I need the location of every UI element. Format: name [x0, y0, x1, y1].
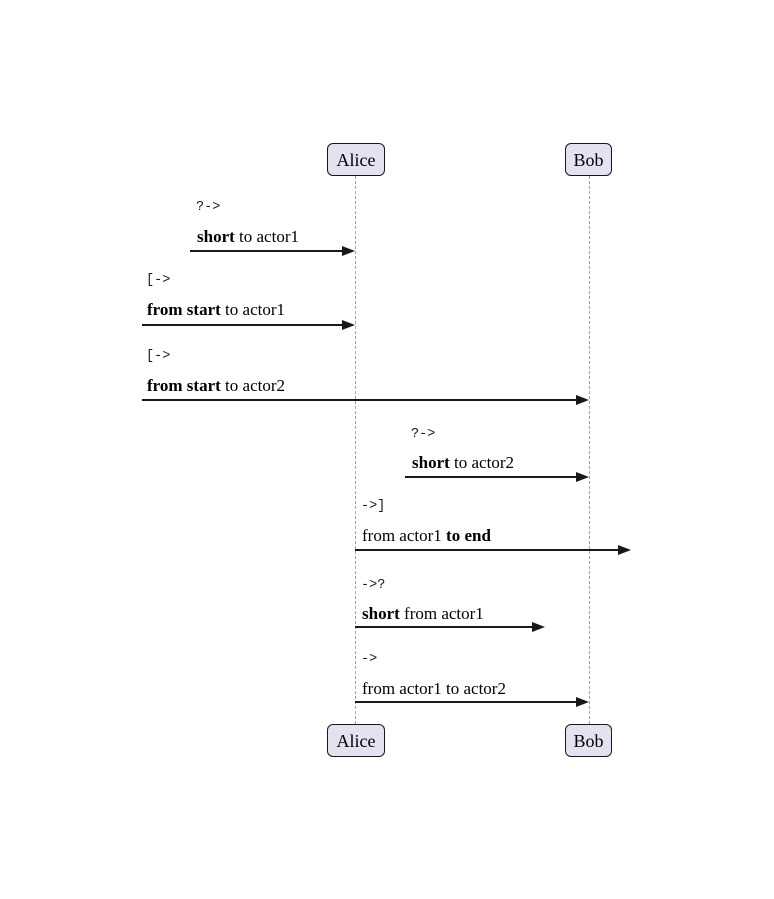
message-3-segment-bold: from start	[147, 376, 221, 395]
message-5-arrow	[355, 549, 626, 551]
message-4-arrow	[405, 476, 584, 478]
lifeline-bob	[589, 176, 590, 724]
message-1-segment-bold: short	[197, 227, 235, 246]
message-6-operator: ->?	[361, 578, 386, 593]
actor-box-alice-bottom: Alice	[327, 724, 385, 757]
message-3-label: from start to actor2	[147, 376, 285, 396]
message-1-arrow	[190, 250, 350, 252]
message-4-operator: ?->	[411, 427, 436, 442]
message-2-arrow	[142, 324, 350, 326]
message-6-arrowhead-icon	[532, 622, 545, 632]
message-5-segment-bold: to end	[446, 526, 491, 545]
message-7-operator: ->	[361, 652, 378, 667]
message-6-segment-bold: short	[362, 604, 400, 623]
message-2-label: from start to actor1	[147, 300, 285, 320]
message-5-label: from actor1 to end	[362, 526, 491, 546]
message-6-segment: from actor1	[399, 604, 484, 623]
message-4-arrowhead-icon	[576, 472, 589, 482]
message-6-label: short from actor1	[362, 604, 484, 624]
message-1-operator: ?->	[196, 200, 221, 215]
message-4-label: short to actor2	[412, 453, 514, 473]
message-4-segment-bold: short	[412, 453, 450, 472]
message-6-arrow	[355, 626, 540, 628]
message-4-segment: to actor2	[449, 453, 514, 472]
message-2-segment: to actor1	[220, 300, 285, 319]
message-7-label: from actor1 to actor2	[362, 679, 506, 699]
actor-box-bob-top: Bob	[565, 143, 612, 176]
message-2-operator: [->	[146, 273, 171, 288]
actor-label-bob-bottom: Bob	[573, 730, 604, 751]
message-5-segment: from actor1	[362, 526, 447, 545]
message-1-segment: to actor1	[234, 227, 299, 246]
actor-box-alice-top: Alice	[327, 143, 385, 176]
message-5-operator: ->]	[361, 499, 386, 514]
message-7-arrow	[355, 701, 584, 703]
message-3-operator: [->	[146, 349, 171, 364]
message-1-arrowhead-icon	[342, 246, 355, 256]
message-1-label: short to actor1	[197, 227, 299, 247]
actor-label-bob: Bob	[573, 149, 604, 170]
actor-label-alice-bottom: Alice	[336, 730, 376, 751]
actor-box-bob-bottom: Bob	[565, 724, 612, 757]
actor-label-alice: Alice	[336, 149, 376, 170]
message-2-arrowhead-icon	[342, 320, 355, 330]
message-5-arrowhead-icon	[618, 545, 631, 555]
message-3-segment: to actor2	[220, 376, 285, 395]
lifeline-alice	[355, 176, 356, 724]
message-2-segment-bold: from start	[147, 300, 221, 319]
message-3-arrowhead-icon	[576, 395, 589, 405]
message-7-segment: from actor1 to actor2	[362, 679, 506, 698]
message-3-arrow	[142, 399, 584, 401]
message-7-arrowhead-icon	[576, 697, 589, 707]
